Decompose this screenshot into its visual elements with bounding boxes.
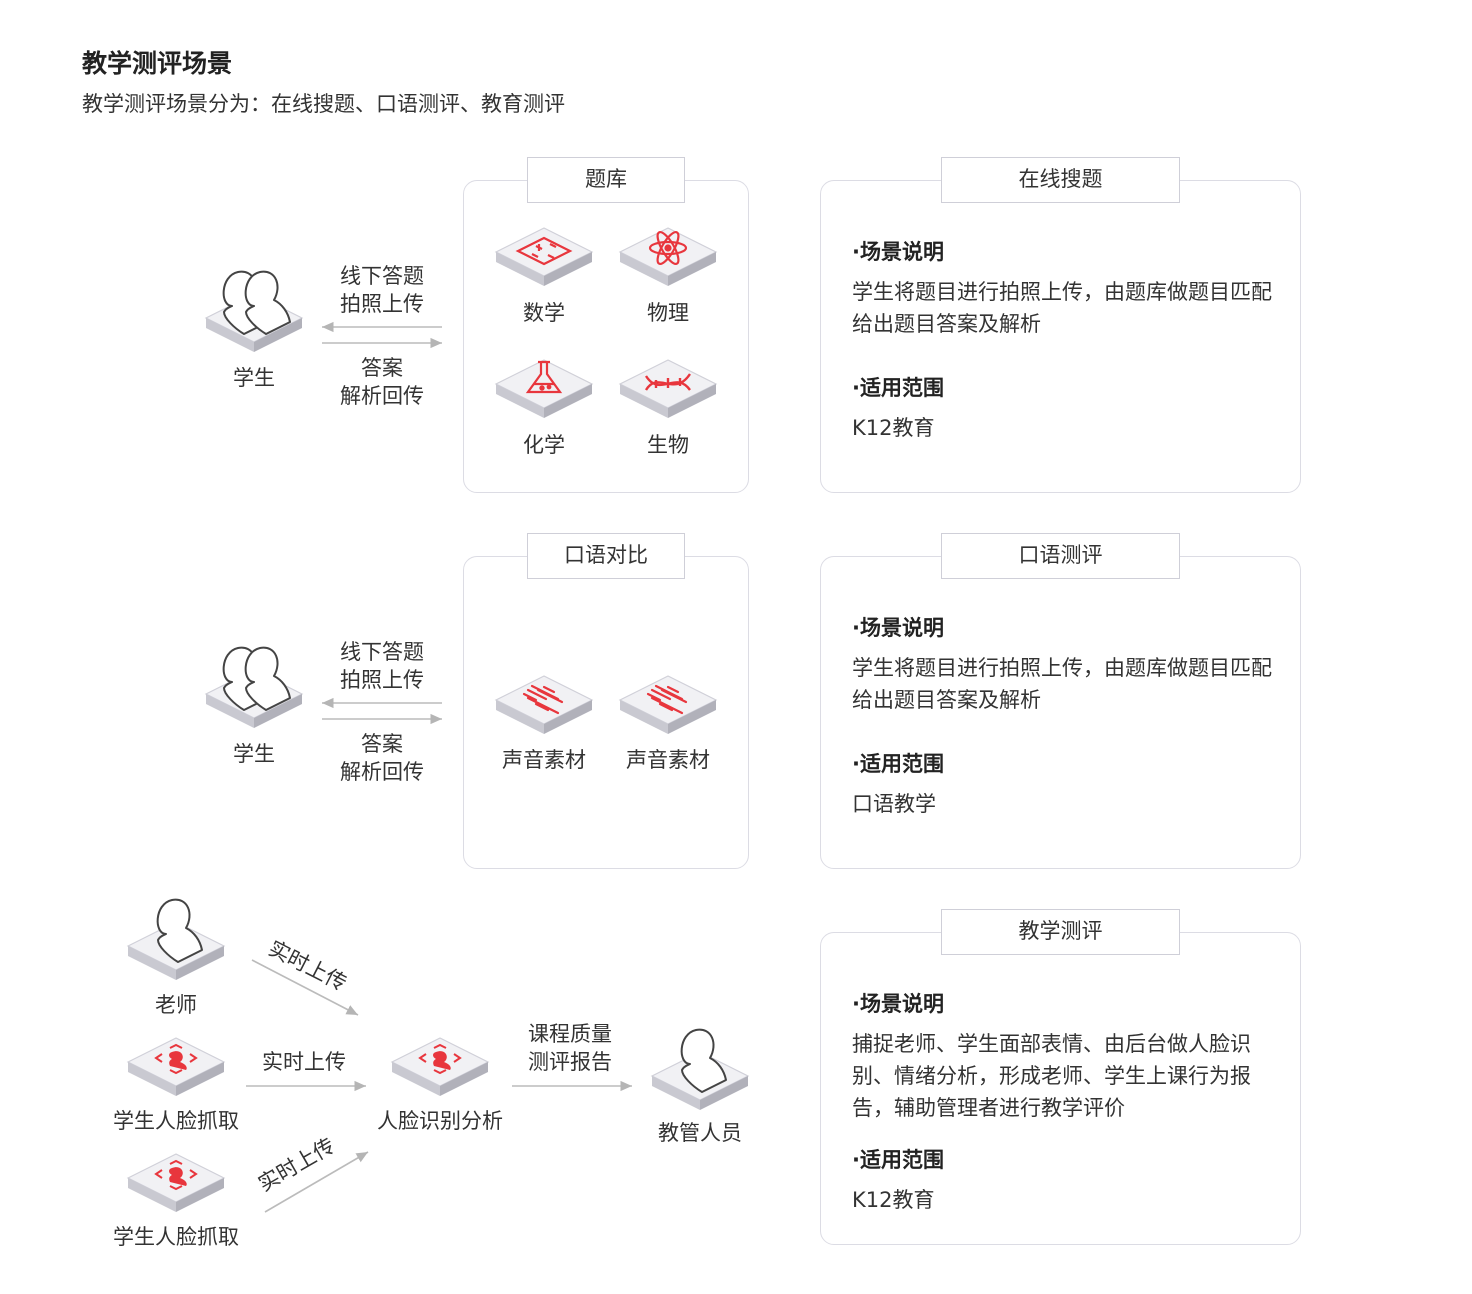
student-label-2: 学生 xyxy=(233,742,275,766)
scope-text: K12教育 xyxy=(852,1188,935,1212)
scope-heading: ·适用范围 xyxy=(852,752,944,776)
capture2-upload-arrow xyxy=(264,1151,369,1213)
atom-icon xyxy=(648,231,688,265)
subject-label-chemistry: 化学 xyxy=(523,433,565,457)
teacher-upload-arrow xyxy=(251,959,359,1016)
student-label-1: 学生 xyxy=(233,366,275,390)
question-bank-tab: 题库 xyxy=(527,157,685,203)
return-label-1: 答案 解析回传 xyxy=(322,354,442,410)
students-icon xyxy=(222,646,291,711)
dna-icon xyxy=(644,373,691,391)
scene-heading: ·场景说明 xyxy=(852,240,944,264)
upload-label-line: 线下答题 xyxy=(340,264,424,288)
scene-text: 学生将题目进行拍照上传，由题库做题目匹配给出题目答案及解析 xyxy=(852,656,1272,712)
scope-heading: ·适用范围 xyxy=(852,376,944,400)
student-platform-1 xyxy=(205,270,303,353)
face-capture-icon xyxy=(154,1043,198,1075)
online-search-info-panel xyxy=(820,180,1301,493)
oral-compare-tab: 口语对比 xyxy=(527,533,685,579)
sound-label-1: 声音素材 xyxy=(502,748,586,772)
upload-label-line: 拍照上传 xyxy=(340,292,424,316)
math-icon xyxy=(515,236,573,266)
student-platform-2 xyxy=(205,646,303,729)
subject-label-physics: 物理 xyxy=(647,301,689,325)
question-bank-panel xyxy=(463,180,749,493)
sound-label-2: 声音素材 xyxy=(626,748,710,772)
teacher-label: 老师 xyxy=(155,993,197,1017)
scope-heading: ·适用范围 xyxy=(852,1148,944,1172)
soundwave-icon xyxy=(646,684,688,715)
face-capture-platform-1 xyxy=(127,1037,225,1097)
analysis-label: 人脸识别分析 xyxy=(377,1109,503,1133)
subject-label-biology: 生物 xyxy=(647,433,689,457)
return-label-line: 答案 xyxy=(361,732,403,756)
report-label: 课程质量 测评报告 xyxy=(510,1020,630,1076)
oral-evaluation-tab: 口语测评 xyxy=(941,533,1180,579)
oral-evaluation-info-panel xyxy=(820,556,1301,869)
teaching-evaluation-tab: 教学测评 xyxy=(941,909,1180,955)
math-platform xyxy=(495,227,593,287)
online-search-tab: 在线搜题 xyxy=(941,157,1180,203)
scene-heading: ·场景说明 xyxy=(852,992,944,1016)
return-label-line: 解析回传 xyxy=(340,384,424,408)
return-label-2: 答案 解析回传 xyxy=(322,730,442,786)
soundwave-icon xyxy=(522,684,564,715)
scope-text: 口语教学 xyxy=(852,792,936,816)
upload-label-line: 拍照上传 xyxy=(340,668,424,692)
subject-label-math: 数学 xyxy=(523,301,565,325)
scene-text: 捕捉老师、学生面部表情、由后台做人脸识别、情绪分析，形成老师、学生上课行为报告，… xyxy=(852,1032,1251,1120)
report-label-line: 测评报告 xyxy=(528,1050,612,1074)
upload-label-straight: 实时上传 xyxy=(262,1050,346,1074)
scope-text: K12教育 xyxy=(852,416,935,440)
face-analysis-platform xyxy=(391,1037,489,1097)
flask-icon xyxy=(525,360,563,394)
face-recognition-icon xyxy=(418,1043,462,1075)
students-icon xyxy=(222,270,291,335)
sound-platform-2 xyxy=(619,675,717,735)
teaching-evaluation-info-panel xyxy=(820,932,1301,1245)
biology-platform xyxy=(619,359,717,419)
upload-label-1: 线下答题 拍照上传 xyxy=(322,262,442,318)
face-capture-platform-2 xyxy=(127,1153,225,1213)
page-subtitle: 教学测评场景分为：在线搜题、口语测评、教育测评 xyxy=(82,92,565,116)
staff-label: 教管人员 xyxy=(658,1121,742,1145)
report-label-line: 课程质量 xyxy=(528,1022,612,1046)
staff-platform xyxy=(651,1028,749,1111)
scene-heading: ·场景说明 xyxy=(852,616,944,640)
upload-label-2: 线下答题 拍照上传 xyxy=(322,638,442,694)
chemistry-platform xyxy=(495,359,593,419)
physics-platform xyxy=(619,227,717,287)
capture-label-2: 学生人脸抓取 xyxy=(113,1225,239,1249)
return-label-line: 答案 xyxy=(361,356,403,380)
teacher-platform xyxy=(127,898,225,981)
upload-label-line: 线下答题 xyxy=(340,640,424,664)
capture-label-1: 学生人脸抓取 xyxy=(113,1109,239,1133)
scene-text: 学生将题目进行拍照上传，由题库做题目匹配给出题目答案及解析 xyxy=(852,280,1272,336)
sound-platform-1 xyxy=(495,675,593,735)
face-capture-icon xyxy=(154,1159,198,1191)
page-title: 教学测评场景 xyxy=(82,49,233,78)
return-label-line: 解析回传 xyxy=(340,760,424,784)
